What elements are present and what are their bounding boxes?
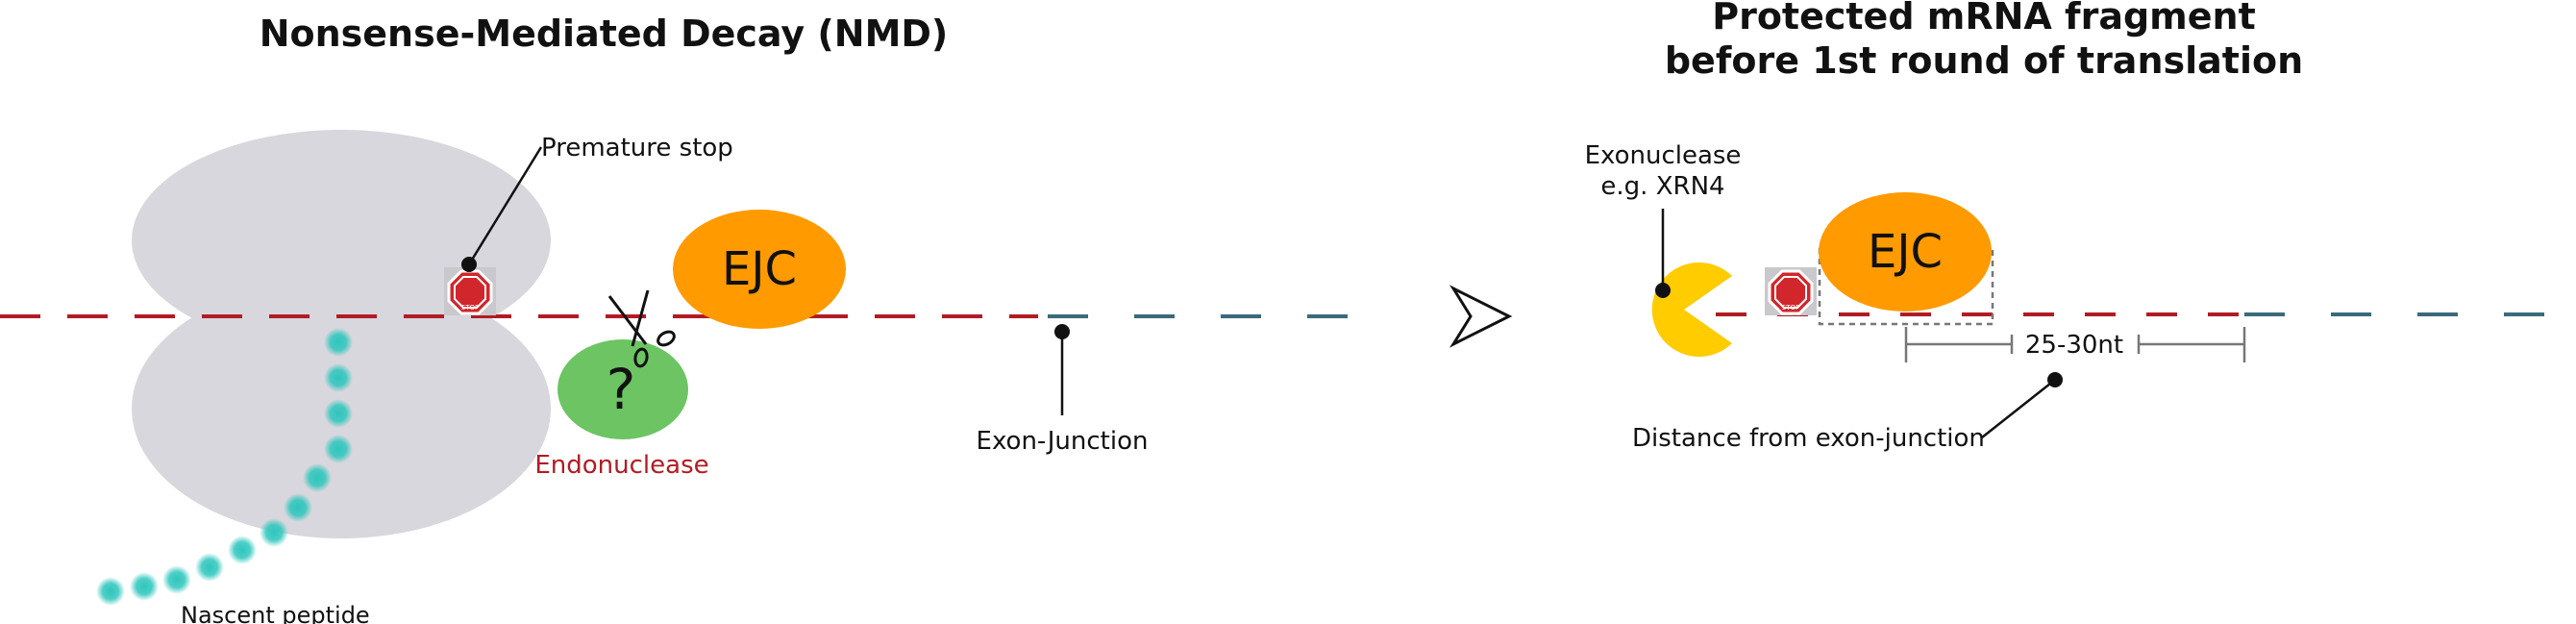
premature-stop-sign-right: STOP: [1765, 267, 1817, 315]
premature-stop-leader: [467, 146, 543, 265]
right-title-line1: Protected mRNA fragment: [1712, 0, 2256, 37]
endonuclease-label: Endonuclease: [534, 451, 708, 480]
peptide-bead: [96, 577, 125, 606]
peptide-bead: [303, 463, 332, 492]
scissors-icon: [607, 289, 676, 368]
peptide-bead: [324, 363, 353, 392]
distance-leader: [1981, 379, 2056, 438]
stop-octagon-inner: [1774, 276, 1807, 309]
endonuclease-question-mark: ?: [607, 357, 636, 422]
stop-octagon-inner: [454, 276, 486, 309]
peptide-bead: [324, 435, 353, 463]
nascent-peptide: [96, 328, 353, 606]
distance-label: Distance from exon-junction: [1632, 424, 1985, 453]
peptide-bead: [324, 328, 353, 357]
exon-junction-label: Exon-Junction: [977, 427, 1149, 456]
transition-arrow-icon: [1449, 285, 1513, 348]
peptide-bead: [195, 553, 224, 582]
exonuclease-pacman-icon: [1651, 262, 1732, 357]
peptide-bead: [324, 399, 353, 428]
ejc-right: [1819, 192, 1992, 312]
ejc-left-label: EJC: [722, 242, 797, 296]
exonuclease-example: e.g. XRN4: [1600, 172, 1724, 201]
protected-fragment-bracket: [1818, 248, 1994, 326]
peptide-bead: [260, 518, 288, 547]
distance-value: 25-30nt: [2025, 331, 2123, 360]
distance-measure: [1904, 327, 2246, 362]
right-title-line2: before 1st round of translation: [1665, 39, 2303, 82]
premature-stop-sign: STOP: [444, 267, 496, 315]
endonuclease-blob: [557, 339, 688, 439]
nascent-peptide-label: Nascent peptide: [181, 602, 370, 624]
peptide-bead: [130, 572, 159, 601]
peptide-bead: [284, 493, 312, 522]
peptide-bead: [228, 536, 257, 564]
premature-stop-label: Premature stop: [541, 134, 733, 162]
exonuclease-label: Exonuclease: [1585, 141, 1742, 170]
ejc-right-label: EJC: [1868, 225, 1943, 279]
left-title: Nonsense-Mediated Decay (NMD): [260, 12, 949, 55]
ejc-left: [673, 210, 846, 329]
stop-sign-text: STOP: [1782, 304, 1799, 312]
premature-stop-dot: [461, 257, 477, 272]
exonuclease-dot: [1655, 283, 1671, 298]
peptide-bead: [162, 565, 191, 594]
stop-sign-text: STOP: [461, 304, 479, 312]
